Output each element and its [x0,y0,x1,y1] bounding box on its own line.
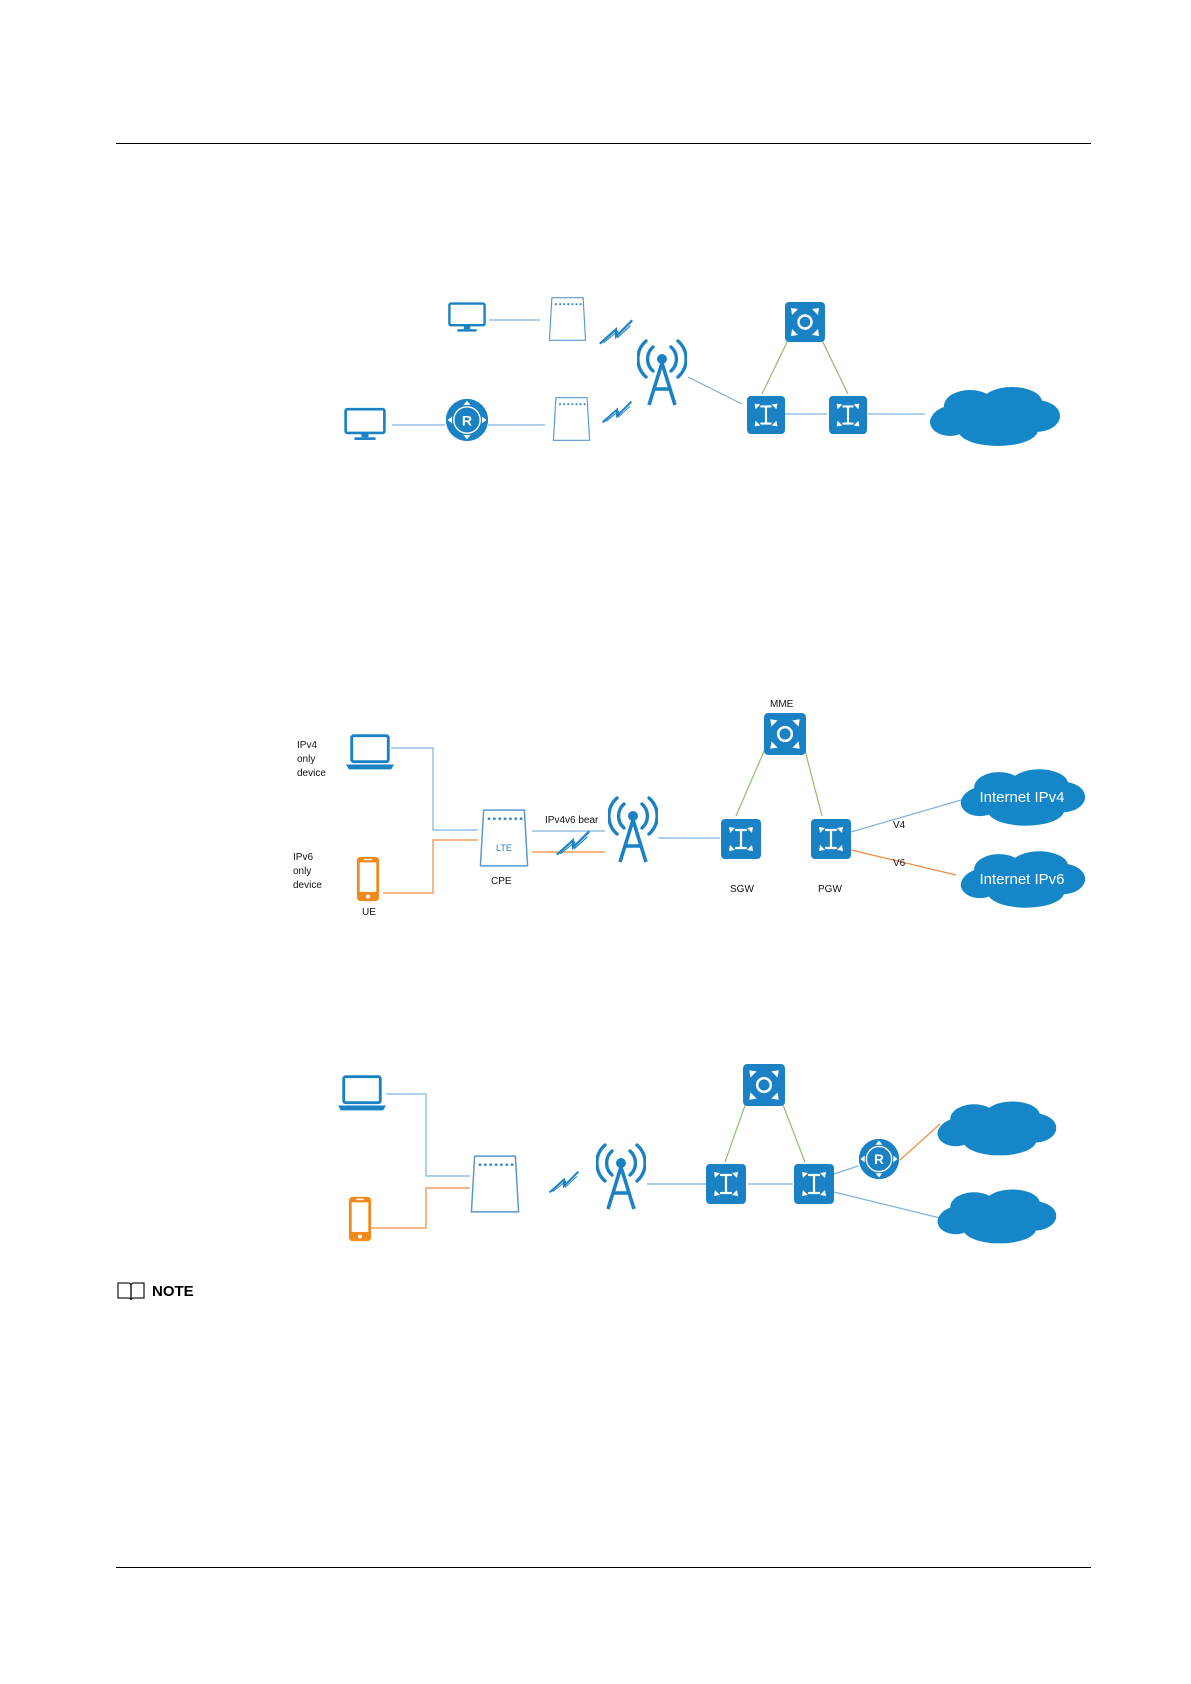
mme-icon [764,713,806,755]
note-heading: NOTE [116,1280,194,1302]
ipv6-device-label-line1: IPv6 [293,852,313,863]
cpe-inner-label: LTE [496,843,512,853]
wireless-link-icon [598,319,634,345]
mme-icon [743,1064,785,1106]
wireless-link-icon [548,1170,580,1194]
wireless-link-icon [601,400,633,424]
cloud-ipv6-label: Internet IPv6 [979,871,1064,888]
cpe-icon [479,809,529,867]
wireless-link-icon [555,830,591,856]
switch-icon [794,1163,834,1205]
base-station-icon [637,339,687,407]
phone-icon [356,856,380,902]
v4-label: V4 [893,820,906,831]
monitor-icon [344,407,386,442]
ipv4-device-label-line1: IPv4 [297,740,317,751]
pgw-icon [811,818,851,860]
base-station-icon [608,796,658,864]
cpe-icon [470,1155,520,1213]
monitor-icon [448,302,486,333]
cpe-icon [548,296,587,342]
note-label: NOTE [152,1282,194,1300]
book-icon [117,1282,145,1301]
ipv6-device-label-line3: device [293,880,322,891]
diagram-1 [344,296,1060,446]
base-station-icon [596,1143,646,1211]
router-icon [858,1138,900,1180]
sgw-label: SGW [730,884,754,895]
switch-icon [706,1163,746,1205]
diagram-2-links [383,734,969,894]
diagram-2: IPv4 only device IPv6 only device UE LTE… [293,699,1086,918]
laptop-icon [337,1075,387,1112]
cpe-label: CPE [491,876,512,887]
ipv6-device-label-line2: only [293,866,311,877]
footer-rule [116,1567,1091,1568]
cloud-ipv4-label: Internet IPv4 [979,789,1064,806]
mme-icon [785,302,825,342]
diagram-3 [337,1064,1057,1244]
header-rule [116,143,1091,144]
ue-label: UE [362,907,376,918]
ipv4-device-label-line2: only [297,754,315,765]
switch-icon [747,395,785,435]
cloud-icon [937,1101,1057,1156]
switch-icon [829,395,867,435]
ipv4-device-label-line3: device [297,768,326,779]
cpe-icon [552,396,591,442]
cloud-icon [937,1189,1057,1244]
diagram-3-links [370,1093,941,1229]
pgw-label: PGW [818,884,842,895]
cloud-icon [930,387,1060,446]
phone-icon [348,1196,372,1242]
bearer-label: IPv4v6 bear [545,815,599,826]
router-icon [445,398,489,442]
v6-label: V6 [893,858,906,869]
mme-label: MME [770,699,794,710]
laptop-icon [345,734,395,771]
diagram-1-links [392,319,925,426]
sgw-icon [721,818,761,860]
